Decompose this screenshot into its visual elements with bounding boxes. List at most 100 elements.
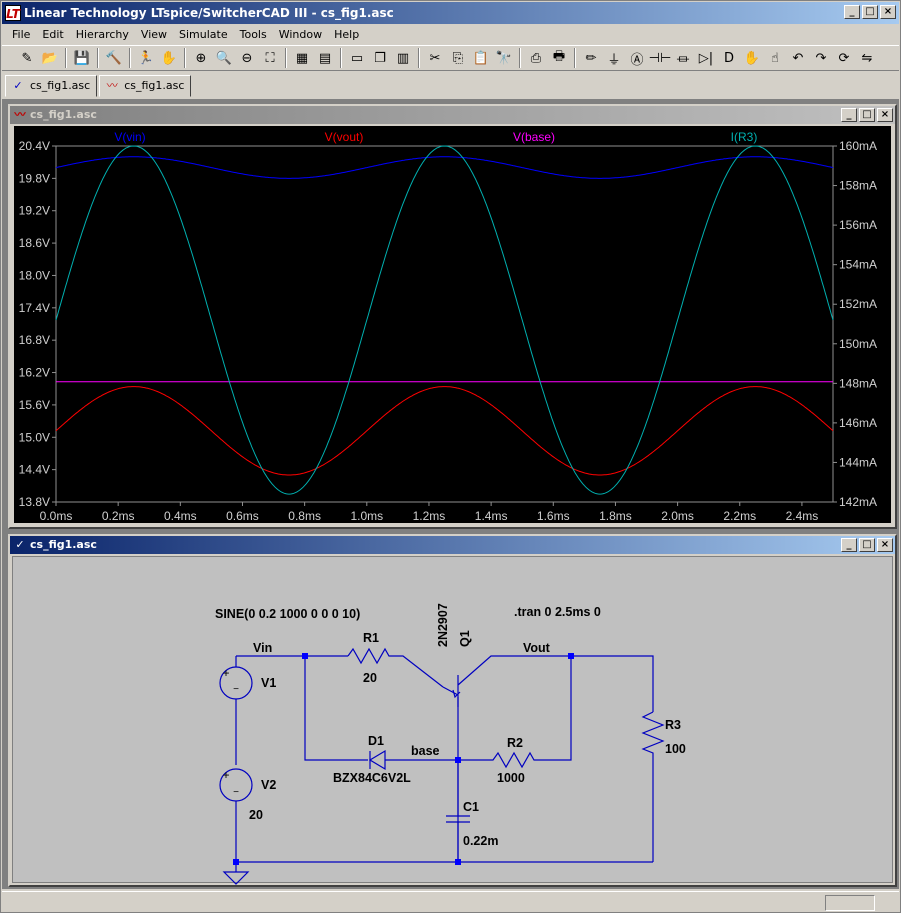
halt-icon[interactable]: ✋ <box>160 50 178 66</box>
tab-1[interactable]: 〰cs_fig1.asc <box>99 75 192 97</box>
net-label-base[interactable]: base <box>411 744 440 758</box>
q1-model[interactable]: 2N2907 <box>436 603 450 647</box>
r2-value[interactable]: 1000 <box>497 771 525 785</box>
run-icon[interactable]: 🏃 <box>137 50 155 66</box>
r3-symbol[interactable] <box>641 711 665 862</box>
x-tick-label: 0.6ms <box>226 509 259 523</box>
save-icon[interactable]: 💾 <box>73 50 91 66</box>
move-icon[interactable]: ✋ <box>743 50 761 66</box>
menu-tools[interactable]: Tools <box>239 27 267 41</box>
d1-model[interactable]: BZX84C6V2L <box>333 771 411 785</box>
tile-horizontal-icon[interactable]: ▭ <box>350 50 364 66</box>
paste-icon[interactable]: 📋 <box>472 50 490 66</box>
net-label-vin[interactable]: Vin <box>253 641 272 655</box>
x-tick-label: 2.2ms <box>723 509 756 523</box>
tile-vertical-icon[interactable]: ▥ <box>396 50 410 66</box>
app-maximize-button[interactable]: □ <box>862 5 878 19</box>
open-icon[interactable]: 📂 <box>41 50 59 66</box>
resistor-icon[interactable]: ⏛ <box>676 52 690 68</box>
legend-base[interactable]: V(base) <box>513 130 555 144</box>
copy-icon[interactable]: ⎘ <box>452 50 464 66</box>
menu-edit[interactable]: Edit <box>42 27 64 41</box>
zoom-out-icon[interactable]: ⊖ <box>241 50 253 66</box>
new-schematic-icon[interactable]: ✎ <box>21 50 33 66</box>
rotate-icon[interactable]: ⟳ <box>838 50 850 66</box>
legend-vin[interactable]: V(vin) <box>114 130 145 144</box>
capacitor-icon[interactable]: ⊣⊢ <box>648 50 672 66</box>
toolbar-separator <box>574 48 576 68</box>
wire-ground-bus[interactable] <box>235 801 653 863</box>
schematic-maximize-button[interactable]: □ <box>859 538 875 552</box>
autorange-icon[interactable]: ▦ <box>295 50 309 66</box>
label-icon[interactable]: Ⓐ <box>630 52 644 68</box>
menu-simulate[interactable]: Simulate <box>179 27 228 41</box>
v2-value[interactable]: 20 <box>249 808 263 822</box>
junction-dots <box>233 653 574 865</box>
d1-symbol[interactable] <box>368 749 458 771</box>
redo-icon[interactable]: ↷ <box>815 50 827 66</box>
cascade-icon[interactable]: ❐ <box>374 50 386 66</box>
schematic-minimize-button[interactable]: _ <box>841 538 857 552</box>
tran-directive[interactable]: .tran 0 2.5ms 0 <box>514 605 601 619</box>
zoom-in-icon[interactable]: ⊕ <box>195 50 207 66</box>
series-vout-line[interactable] <box>55 386 834 476</box>
schematic-drawing[interactable]: + − + − SINE(0 0.2 1000 0 0 0 10) .tran … <box>13 557 894 885</box>
plot-close-button[interactable]: × <box>877 108 893 122</box>
tab-0[interactable]: ✓cs_fig1.asc <box>5 75 98 97</box>
r1-value[interactable]: 20 <box>363 671 377 685</box>
cut-icon[interactable]: ✂ <box>429 50 441 66</box>
ground-icon[interactable]: ⏚ <box>607 52 621 68</box>
plot-window-buttons: _ □ × <box>841 108 893 122</box>
zoom-fit-icon[interactable]: ⛶ <box>265 50 275 66</box>
drag-icon[interactable]: ☝ <box>771 50 779 66</box>
q1-symbol[interactable] <box>442 655 571 707</box>
undo-icon[interactable]: ↶ <box>792 50 804 66</box>
r1-symbol[interactable] <box>347 647 444 688</box>
r3-value[interactable]: 100 <box>665 742 686 756</box>
schematic-canvas[interactable]: + − + − SINE(0 0.2 1000 0 0 0 10) .tran … <box>12 556 894 885</box>
legend-vout[interactable]: V(vout) <box>325 130 364 144</box>
find-icon[interactable]: 🔭 <box>495 50 513 66</box>
app-minimize-button[interactable]: _ <box>844 5 860 19</box>
legend-ir3[interactable]: I(R3) <box>731 130 758 144</box>
series-vin-line[interactable] <box>55 156 834 179</box>
net-label-vout[interactable]: Vout <box>523 641 551 655</box>
schematic-window-titlebar[interactable]: ✓ cs_fig1.asc _ □ × <box>10 536 895 554</box>
series-ir3-line[interactable] <box>55 145 834 495</box>
component-icon[interactable]: D <box>723 50 734 66</box>
menu-window[interactable]: Window <box>278 27 323 41</box>
menu-hierarchy[interactable]: Hierarchy <box>75 27 129 41</box>
menu-file[interactable]: File <box>12 27 31 41</box>
c1-value[interactable]: 0.22m <box>463 834 498 848</box>
wire-vin[interactable] <box>235 655 348 667</box>
plot-window-titlebar[interactable]: 〰 cs_fig1.asc _ □ × <box>10 106 895 124</box>
menu-help[interactable]: Help <box>334 27 360 41</box>
app-close-button[interactable]: × <box>880 5 896 19</box>
wire-icon[interactable]: ✏ <box>585 50 597 66</box>
plot-minimize-button[interactable]: _ <box>841 108 857 122</box>
mirror-icon[interactable]: ⇋ <box>861 50 873 66</box>
wire-vout[interactable] <box>571 655 654 712</box>
toolbar-separator <box>285 48 287 68</box>
schematic-close-button[interactable]: × <box>877 538 893 552</box>
menu-view[interactable]: View <box>140 27 168 41</box>
r2-symbol[interactable] <box>458 656 572 769</box>
plot-maximize-button[interactable]: □ <box>859 108 875 122</box>
toolbar-separator <box>65 48 67 68</box>
y-right-tick-label: 150mA <box>839 337 877 351</box>
y-right-tick-label: 142mA <box>839 495 877 509</box>
wire-d1-cathode[interactable] <box>304 656 368 761</box>
control-panel-icon[interactable]: 🔨 <box>105 50 123 66</box>
c1-symbol[interactable] <box>446 760 470 862</box>
waveform-icon[interactable]: ▤ <box>318 50 332 66</box>
print-setup-icon[interactable]: ⎙ <box>530 50 542 66</box>
toolbar-separator <box>129 48 131 68</box>
diode-icon[interactable]: ▷| <box>698 50 714 66</box>
sine-directive[interactable]: SINE(0 0.2 1000 0 0 0 10) <box>215 607 360 621</box>
r2-name: R2 <box>507 736 523 750</box>
zoom-pan-icon[interactable]: 🔍 <box>215 50 233 66</box>
print-icon[interactable]: 🖶 <box>552 49 566 64</box>
